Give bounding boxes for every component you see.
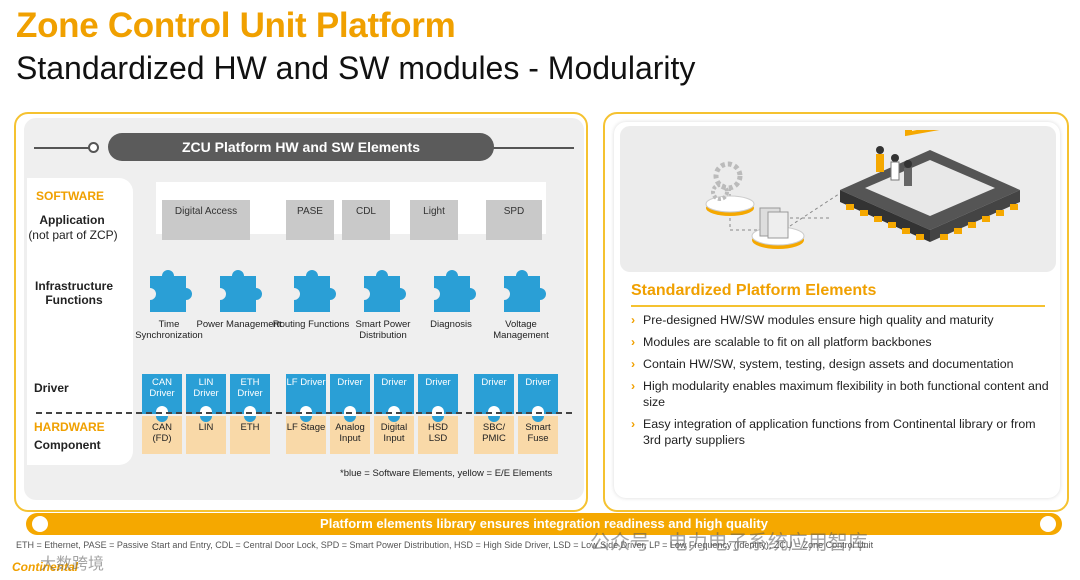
infra-label-routing: Routing Functions <box>272 319 350 330</box>
component-text: LF Stage <box>286 422 326 433</box>
header-circle <box>88 142 99 153</box>
infrastructure-label: Infrastructure Functions <box>34 279 114 307</box>
chip-illustration <box>705 130 1020 249</box>
bar-dot-left <box>32 516 48 532</box>
list-item: Easy integration of application function… <box>631 416 1051 448</box>
driver-text: Driver <box>425 377 451 388</box>
panel-header: ZCU Platform HW and SW Elements <box>108 133 494 161</box>
app-piece-spd <box>486 200 542 240</box>
driver-text: LF Driver <box>286 377 326 388</box>
component-text: Smart Fuse <box>525 422 551 444</box>
application-label: Application <box>39 213 105 227</box>
puzzle-piece-icon <box>294 270 336 312</box>
driver-block: ETH Driver <box>230 374 270 416</box>
list-item: Pre-designed HW/SW modules ensure high q… <box>631 312 1051 328</box>
infra-label-voltage-mgmt: Voltage Management <box>493 319 549 341</box>
component-label: Component <box>34 438 101 452</box>
right-frame <box>603 112 1069 512</box>
left-frame <box>14 112 588 512</box>
header-line-left <box>34 147 90 149</box>
driver-block: Driver <box>374 374 414 416</box>
component-text: LIN <box>198 422 214 433</box>
gear-icon <box>711 161 743 201</box>
component-block: SBC/ PMIC <box>474 416 514 454</box>
driver-text: ETH Driver <box>237 377 263 399</box>
driver-text: CAN Driver <box>149 377 175 399</box>
watermark: 公众号 · 电力电子系统应用智库 <box>590 532 868 554</box>
infra-label-diagnosis: Diagnosis <box>430 319 472 330</box>
component-block: ETH <box>230 416 270 454</box>
component-block: Analog Input <box>330 416 370 454</box>
sw-hw-divider <box>36 412 572 414</box>
app-piece-light <box>410 200 458 240</box>
component-block: CAN (FD) <box>142 416 182 454</box>
application-note: (not part of ZCP) <box>28 228 118 242</box>
standardized-elements-title: Standardized Platform Elements <box>631 282 877 299</box>
driver-text: LIN Driver <box>193 377 219 399</box>
app-label: SPD <box>503 206 525 217</box>
title-underline <box>631 305 1045 307</box>
component-block: LF Stage <box>286 416 326 454</box>
driver-block: LIN Driver <box>186 374 226 416</box>
component-block: LIN <box>186 416 226 454</box>
driver-block: Driver <box>418 374 458 416</box>
infra-label-smart-power: Smart Power Distribution <box>355 319 411 341</box>
puzzle-piece-icon <box>364 270 406 312</box>
component-block: HSD LSD <box>418 416 458 454</box>
list-item: Contain HW/SW, system, testing, design a… <box>631 356 1051 372</box>
driver-text: Driver <box>381 377 407 388</box>
app-piece-digital-access <box>162 200 250 240</box>
puzzle-piece-icon <box>434 270 476 312</box>
document-stack-icon <box>759 207 789 239</box>
component-text: Digital Input <box>380 422 408 444</box>
app-piece-pase <box>286 200 334 240</box>
driver-text: Driver <box>337 377 363 388</box>
page-subtitle: Standardized HW and SW modules - Modular… <box>16 50 696 86</box>
app-label: Light <box>423 206 445 217</box>
infra-label-power-mgmt: Power Management <box>196 319 282 330</box>
infra-label-time-sync: Time Synchronization <box>135 319 203 341</box>
software-label: SOFTWARE <box>36 189 104 203</box>
puzzle-piece-icon <box>220 270 262 312</box>
driver-block: Driver <box>474 374 514 416</box>
driver-block: CAN Driver <box>142 374 182 416</box>
layer-label-column <box>27 178 133 465</box>
benefit-list: Pre-designed HW/SW modules ensure high q… <box>631 312 1051 454</box>
app-piece-cdl <box>342 200 390 240</box>
bar-dot-right <box>1040 516 1056 532</box>
component-text: Analog Input <box>335 422 365 444</box>
abbreviations-footnote: ETH = Ethernet, PASE = Passive Start and… <box>16 540 874 550</box>
component-text: CAN (FD) <box>151 422 173 444</box>
app-label: CDL <box>355 206 376 217</box>
component-block: Digital Input <box>374 416 414 454</box>
driver-block: Driver <box>518 374 558 416</box>
list-item: Modules are scalable to fit on all platf… <box>631 334 1051 350</box>
component-block: Smart Fuse <box>518 416 558 454</box>
hardware-label: HARDWARE <box>34 420 105 434</box>
app-label: Digital Access <box>174 206 238 217</box>
driver-text: Driver <box>525 377 551 388</box>
driver-label: Driver <box>34 381 69 395</box>
header-line-right <box>492 147 574 149</box>
puzzle-piece-icon <box>504 270 546 312</box>
summary-text: Platform elements library ensures integr… <box>320 516 768 531</box>
list-item: High modularity enables maximum flexibil… <box>631 378 1051 410</box>
driver-block: LF Driver <box>286 374 326 416</box>
driver-block: Driver <box>330 374 370 416</box>
color-legend-note: *blue = Software Elements, yellow = E/E … <box>340 468 553 479</box>
summary-bar: Platform elements library ensures integr… <box>26 513 1062 535</box>
watermark: 大数跨境 <box>40 556 105 573</box>
puzzle-piece-icon <box>150 270 192 312</box>
component-text: ETH <box>240 422 260 433</box>
page-title: Zone Control Unit Platform <box>16 6 456 45</box>
component-text: SBC/ PMIC <box>482 422 506 444</box>
app-label: PASE <box>297 206 323 217</box>
component-text: HSD LSD <box>427 422 449 444</box>
driver-text: Driver <box>481 377 507 388</box>
continental-logo: Continental <box>12 560 78 574</box>
